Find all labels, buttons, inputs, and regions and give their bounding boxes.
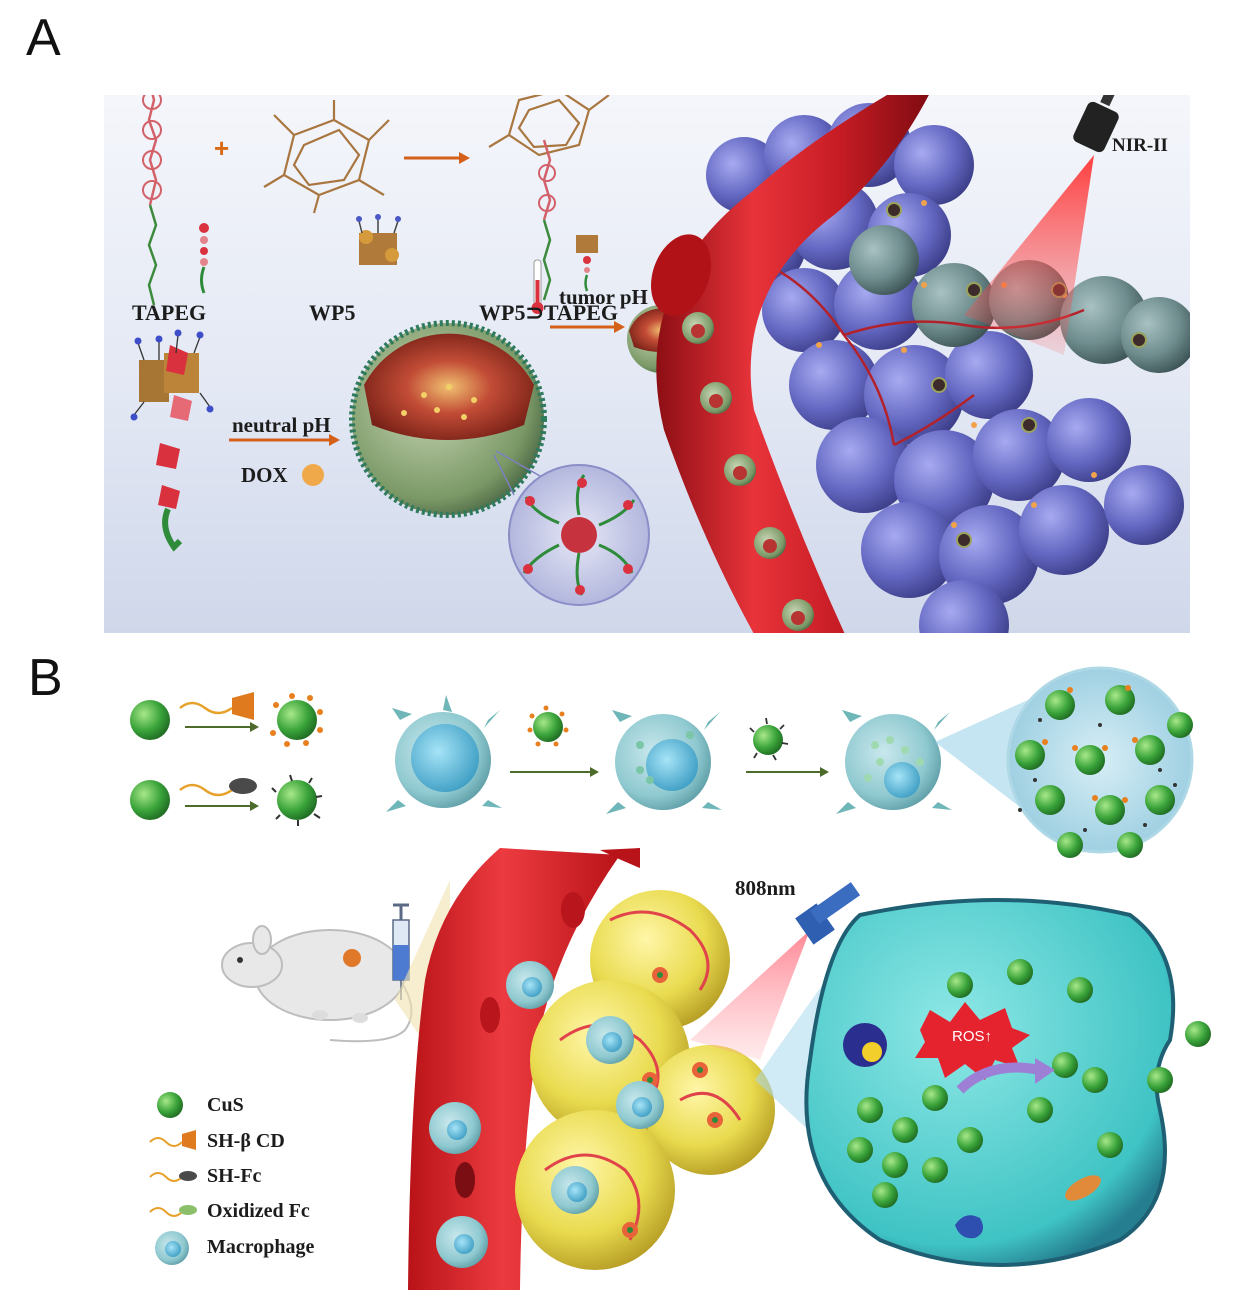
- macrophage-zoom-inset: [1006, 666, 1194, 858]
- wp5-macrocycle-icon: [263, 100, 390, 214]
- macrophage-1: [386, 695, 502, 812]
- arrow-1-head: [459, 152, 470, 164]
- cus-fc-particle-icon: [749, 717, 789, 761]
- laser-808-icon: [795, 882, 861, 945]
- laser-beam-808: [690, 930, 810, 1060]
- legend-icons: [149, 1092, 197, 1265]
- tapeg-molecule-icon: [142, 95, 209, 306]
- panel-b-letter: B: [28, 649, 63, 707]
- cus-beta-cd-particle-icon: [527, 705, 569, 747]
- neutral-ph-label: neutral pH: [232, 413, 331, 437]
- blood-vessel: [651, 95, 929, 633]
- zoom-cone-b3: [755, 960, 840, 1160]
- wp5-cartoon-icon: [356, 214, 401, 265]
- panel-a-letter: A: [26, 9, 61, 67]
- arrow-3-head: [614, 321, 625, 333]
- tumor-cell-zoom: [804, 898, 1211, 1267]
- oxidized-fc-icon: [149, 1205, 197, 1217]
- legend-cus: CuS: [207, 1094, 244, 1116]
- sh-beta-cd-icon: [149, 1130, 196, 1150]
- zoom-cone: [935, 690, 1050, 830]
- panel-a-illustration: +: [130, 95, 1190, 633]
- ros-label: ROS↑: [952, 1028, 993, 1045]
- zoom-cone-b2: [395, 880, 450, 1080]
- nir-beam: [964, 155, 1094, 355]
- legend-sh-beta-cd: SH-β CD: [207, 1130, 285, 1152]
- nir-label: NIR-II: [1112, 135, 1168, 156]
- arrow-b1-head: [590, 767, 599, 777]
- thermometer-icon: [531, 259, 544, 314]
- dox-label: DOX: [241, 463, 288, 487]
- micelle-zoom-inset: [493, 450, 650, 606]
- legend-macrophage: Macrophage: [207, 1236, 315, 1258]
- complex-label: WP5⊃TAPEG: [479, 300, 619, 325]
- wp5-label: WP5: [309, 300, 356, 325]
- nir-laser-icon: [1073, 95, 1119, 153]
- arrow-2-head: [329, 434, 340, 446]
- plus-sign: +: [214, 133, 229, 163]
- arrow-b2-head: [820, 767, 829, 777]
- tapeg-label: TAPEG: [132, 300, 207, 325]
- mouse-icon: [221, 925, 413, 1043]
- tumor-mass-b: [515, 890, 775, 1270]
- dox-icon: [302, 464, 324, 486]
- macrophage-2: [606, 710, 722, 814]
- cus-sphere-icon: [157, 1092, 183, 1118]
- laser-808-label: 808nm: [735, 876, 796, 900]
- macrophage-icon: [155, 1231, 189, 1265]
- tumor-ph-label: tumor pH: [559, 285, 648, 309]
- cus-beta-cd-synthesis: [130, 692, 323, 747]
- syringe-icon: [392, 903, 410, 1000]
- blood-vessel-b: [408, 848, 640, 1290]
- sh-fc-icon: [149, 1171, 197, 1182]
- cus-fc-synthesis: [130, 774, 323, 826]
- vessel-macrophages: [429, 961, 664, 1268]
- complex-molecule-icon: [488, 95, 610, 301]
- panel-a: +: [104, 95, 1190, 633]
- legend-sh-fc: SH-Fc: [207, 1165, 262, 1187]
- dox-loaded-micelle: [349, 320, 547, 518]
- macrophage-3: [836, 710, 952, 814]
- legend-oxidized-fc: Oxidized Fc: [207, 1200, 310, 1222]
- amphiphile-icon: [130, 329, 214, 552]
